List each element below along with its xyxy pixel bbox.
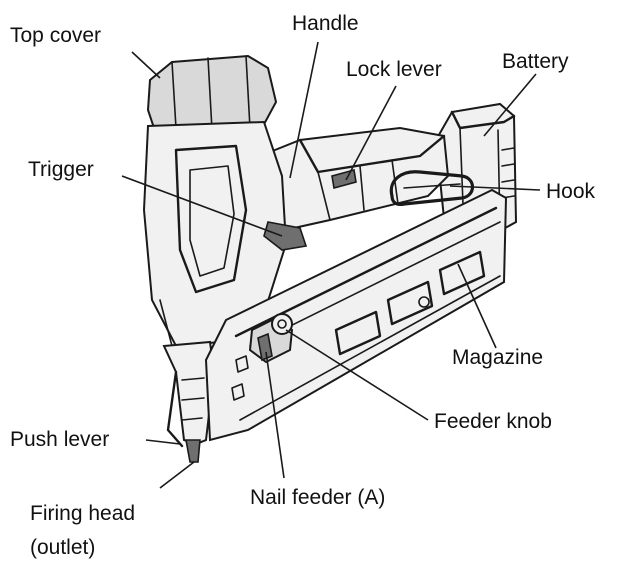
feeder-knob-part: [271, 313, 293, 335]
leader-handle: [289, 41, 319, 179]
label-nail-feeder: Nail feeder (A): [250, 486, 386, 509]
label-top-cover: Top cover: [10, 24, 102, 47]
leader-top-cover: [131, 51, 161, 79]
label-magazine: Magazine: [452, 346, 544, 369]
label-hook: Hook: [546, 180, 596, 203]
label-firing-head: Firing head: [30, 502, 136, 525]
label-lock-lever: Lock lever: [346, 58, 442, 81]
leader-hook: [449, 185, 541, 191]
label-handle: Handle: [292, 12, 359, 35]
label-push-lever: Push lever: [10, 428, 110, 451]
leader-trigger: [121, 175, 283, 237]
leader-feeder-knob: [285, 329, 429, 421]
front-housing-shape: [142, 120, 288, 348]
leader-magazine: [457, 263, 497, 349]
label-firing-head-outlet: (outlet): [30, 536, 96, 559]
lock-lever-part: [331, 168, 357, 190]
leader-lines: [121, 41, 541, 489]
trigger-shape: [263, 221, 308, 251]
nose-shape: [162, 340, 216, 463]
label-feeder-knob: Feeder knob: [434, 410, 552, 433]
label-trigger: Trigger: [28, 158, 94, 181]
top-cover-shape: [146, 54, 278, 136]
leader-lock-lever: [345, 85, 397, 181]
label-battery: Battery: [502, 50, 569, 73]
nail-feeder-shape: [248, 313, 294, 364]
leader-nail-feeder: [265, 351, 285, 479]
magazine-shape: [204, 188, 508, 442]
firing-head-part: [185, 439, 201, 463]
leader-battery: [483, 73, 537, 137]
leader-push-lever: [145, 439, 181, 445]
handle-shape: [256, 126, 450, 234]
leader-firing-head: [159, 461, 195, 489]
